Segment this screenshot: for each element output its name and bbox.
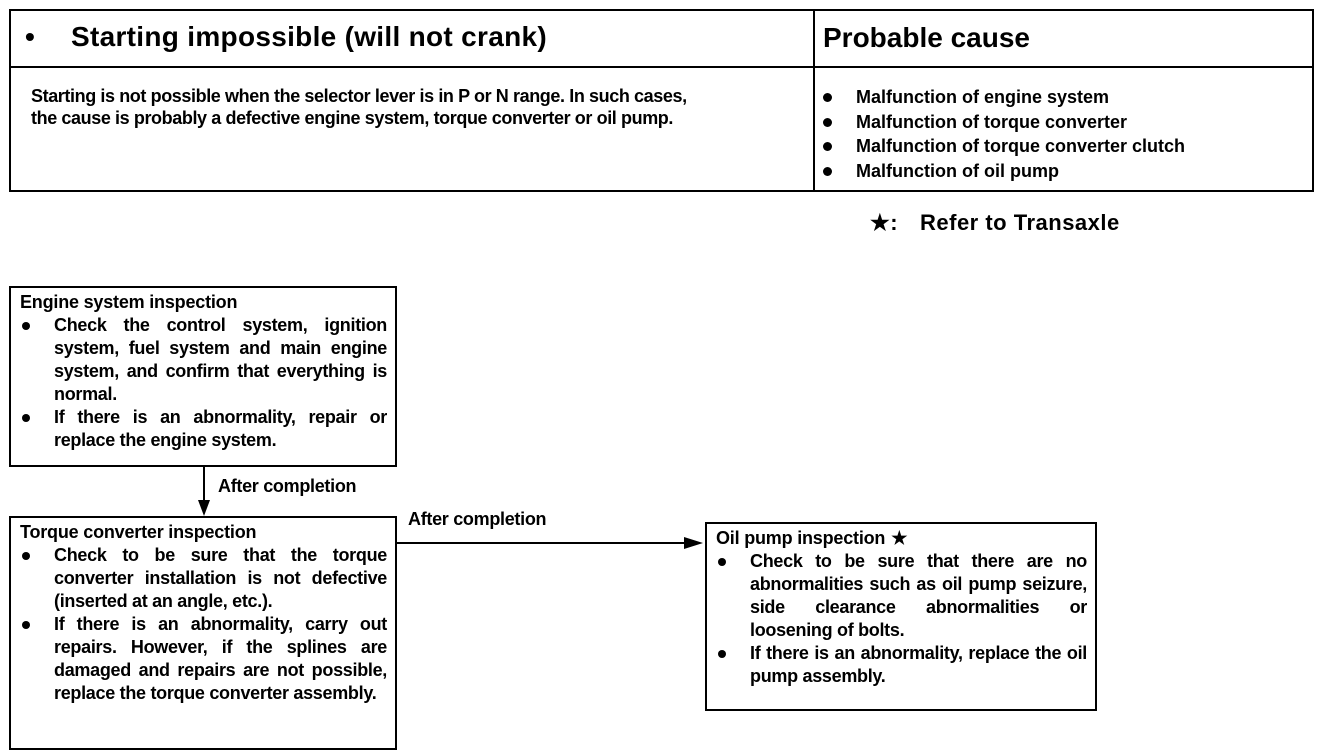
probable-cause-heading: Probable cause — [823, 22, 1030, 53]
star-icon: ★: — [870, 210, 899, 235]
reference-note: ★: Refer to Transaxle — [870, 210, 1120, 236]
arrowhead-down-icon — [198, 500, 210, 516]
inspection-step: Check to be sure that the torque convert… — [20, 544, 387, 613]
cause-item: Malfunction of engine system — [821, 85, 1185, 110]
inspection-step: Check to be sure that there are no abnor… — [716, 550, 1087, 642]
symptom-description: Starting is not possible when the select… — [31, 85, 791, 129]
inspection-steps: Check to be sure that there are no abnor… — [716, 550, 1087, 688]
symptom-title: • Starting impossible (will not crank) — [25, 21, 547, 53]
cause-item: Malfunction of torque converter clutch — [821, 134, 1185, 159]
star-icon: ★ — [891, 528, 908, 548]
box-title: Torque converter inspection — [20, 522, 257, 542]
cause-item: Malfunction of torque converter — [821, 110, 1185, 135]
inspection-step: Check the control system, ignition syste… — [20, 314, 387, 406]
connector-label: After completion — [218, 476, 357, 496]
troubleshooting-table: • Starting impossible (will not crank) Pr… — [9, 9, 1314, 192]
inspection-steps: Check the control system, ignition syste… — [20, 314, 387, 452]
box-title: Oil pump inspection★ — [716, 527, 1087, 550]
inspection-step: If there is an abnormality, replace the … — [716, 642, 1087, 688]
symptom-title-text: Starting impossible (will not crank) — [71, 21, 547, 52]
table-header-row: • Starting impossible (will not crank) Pr… — [11, 11, 1312, 68]
column-divider — [813, 11, 815, 190]
symptom-bullet: • — [25, 21, 36, 52]
inspection-step: If there is an abnormality, repair or re… — [20, 406, 387, 452]
oil-pump-inspection-box: Oil pump inspection★ Check to be sure th… — [705, 522, 1097, 711]
arrowhead-right-icon — [684, 537, 703, 549]
description-line: the cause is probably a defective engine… — [31, 108, 673, 128]
inspection-step: If there is an abnormality, carry out re… — [20, 613, 387, 705]
connector-label: After completion — [408, 509, 547, 529]
box-title-text: Oil pump inspection — [716, 528, 886, 548]
description-line: Starting is not possible when the select… — [31, 86, 687, 106]
torque-converter-inspection-box: Torque converter inspection Check to be … — [9, 516, 397, 750]
box-title: Engine system inspection — [20, 292, 238, 312]
inspection-steps: Check to be sure that the torque convert… — [20, 544, 387, 705]
reference-note-text: Refer to Transaxle — [920, 210, 1120, 235]
engine-system-inspection-box: Engine system inspection Check the contr… — [9, 286, 397, 467]
cause-item: Malfunction of oil pump — [821, 159, 1185, 184]
probable-cause-list: Malfunction of engine system Malfunction… — [821, 85, 1185, 183]
